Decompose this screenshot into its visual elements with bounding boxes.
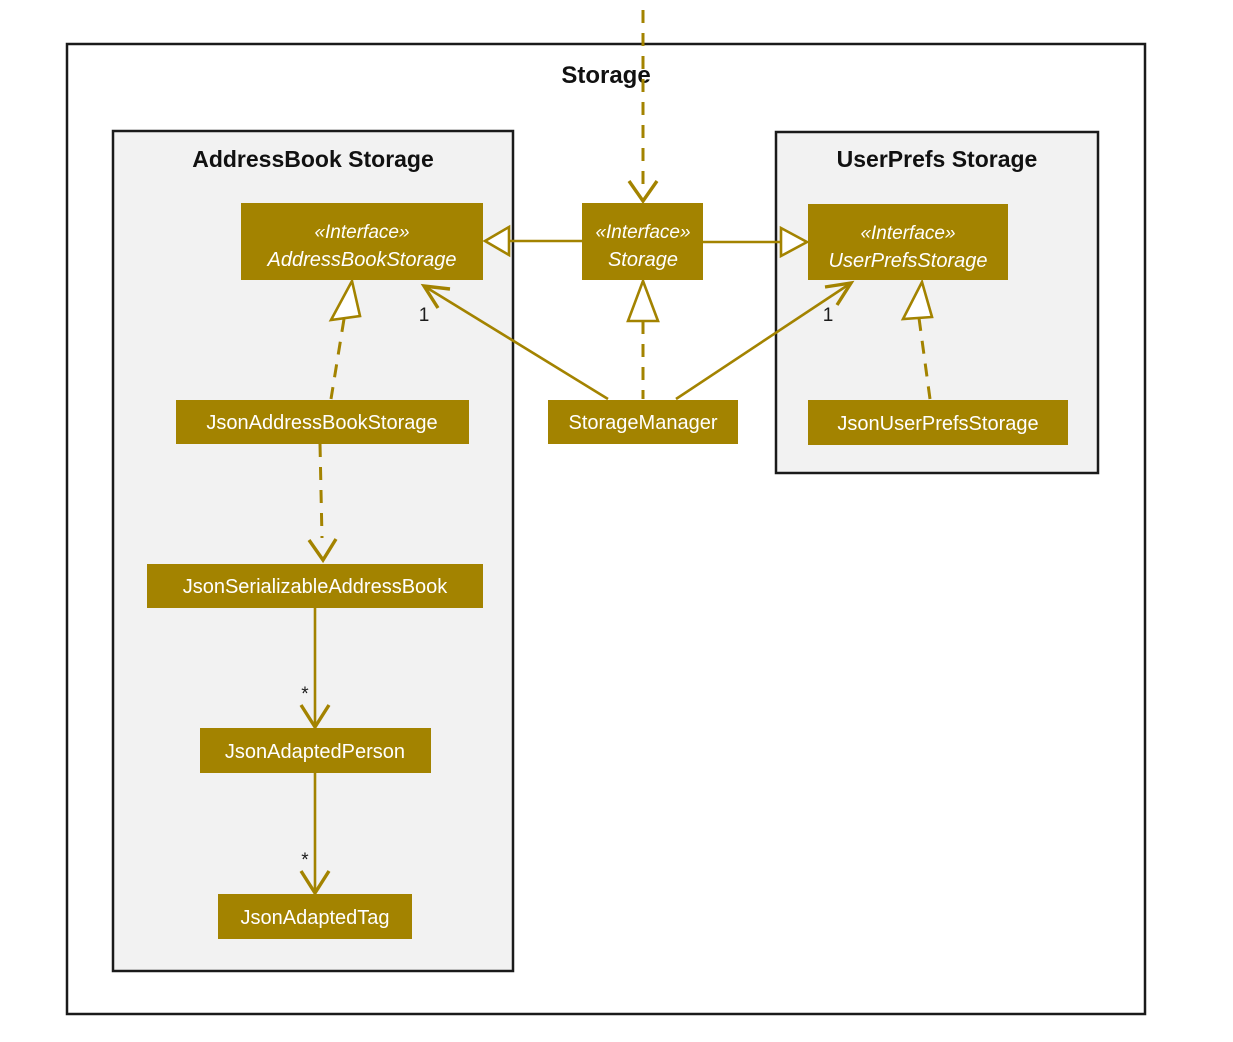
edge-jsonuserprefsstorage-realizes-userprefsstorage [900, 278, 934, 400]
diagram-title: Storage [561, 62, 650, 89]
edge-storage-extends-addressbookstorage [482, 224, 582, 258]
node-box [147, 564, 483, 608]
hollow-triangle-right-icon [779, 225, 810, 259]
hollow-triangle-up-icon [900, 278, 934, 321]
node-name: JsonAddressBookStorage [206, 412, 437, 434]
node-box [808, 204, 1008, 280]
arrowhead-open-upleft-icon [420, 283, 451, 309]
node-name: AddressBookStorage [266, 249, 456, 271]
arrowhead-open-down-icon [307, 538, 338, 564]
multiplicity-label: * [301, 684, 309, 705]
node-interface-addressbookstorage: «Interface» AddressBookStorage [241, 203, 483, 280]
node-class-jsonadaptedperson: JsonAdaptedPerson [200, 728, 431, 773]
node-name: StorageManager [569, 412, 718, 434]
arrowhead-open-upright-icon [824, 280, 855, 306]
node-box [200, 728, 431, 773]
node-box [808, 400, 1068, 445]
package-userprefs-storage-title: UserPrefs Storage [837, 146, 1038, 172]
edge-jsonaddressbookstorage-realizes-addressbookstorage [328, 277, 362, 400]
node-class-jsonadaptedtag: JsonAdaptedTag [218, 894, 412, 939]
node-interface-storage: «Interface» Storage [582, 203, 703, 280]
edge-storage-extends-userprefsstorage [703, 225, 810, 259]
node-name: JsonAdaptedPerson [225, 741, 405, 763]
arrowhead-open-down-icon [299, 704, 331, 731]
node-class-storagemanager: StorageManager [548, 400, 738, 444]
edge-line [675, 281, 852, 401]
edge-jsonaddressbookstorage-to-jsonserializableaddressbook [307, 443, 338, 564]
node-name: JsonUserPrefsStorage [837, 413, 1038, 435]
edge-storagemanager-realizes-storage [626, 277, 660, 399]
arrowhead-open-down-icon [627, 180, 659, 204]
node-box [218, 894, 412, 939]
multiplicity-label: * [301, 850, 309, 871]
node-class-jsonuserprefsstorage: JsonUserPrefsStorage [808, 400, 1068, 445]
node-name: UserPrefsStorage [829, 250, 988, 272]
stereotype-label: «Interface» [595, 222, 690, 243]
package-addressbook-storage-title: AddressBook Storage [192, 146, 434, 172]
node-box [548, 400, 738, 444]
node-box [241, 203, 483, 280]
node-class-jsonaddressbookstorage: JsonAddressBookStorage [176, 400, 469, 444]
stereotype-label: «Interface» [860, 223, 955, 244]
stereotype-label: «Interface» [314, 222, 409, 243]
edge-storagemanager-to-addressbookstorage: 1 [419, 283, 609, 401]
node-box [582, 203, 703, 280]
node-class-jsonserializableaddressbook: JsonSerializableAddressBook [147, 564, 483, 608]
node-name: JsonSerializableAddressBook [183, 576, 449, 598]
node-box [176, 400, 469, 444]
multiplicity-label: 1 [823, 305, 834, 326]
multiplicity-label: 1 [419, 305, 430, 326]
edge-external-dependency-storage [627, 10, 659, 204]
node-interface-userprefsstorage: «Interface» UserPrefsStorage [808, 204, 1008, 280]
hollow-triangle-up-icon [328, 277, 362, 322]
edge-line [423, 284, 609, 401]
node-name: Storage [608, 249, 678, 271]
arrowhead-open-down-icon [299, 870, 331, 897]
hollow-triangle-left-icon [482, 224, 511, 258]
edge-jsonserializableaddressbook-to-jsonadaptedperson: * [299, 607, 331, 731]
edge-jsonadaptedperson-to-jsonadaptedtag: * [299, 773, 331, 897]
edge-storagemanager-to-userprefsstorage: 1 [675, 280, 855, 401]
node-name: JsonAdaptedTag [240, 907, 389, 929]
edge-line [318, 443, 324, 539]
